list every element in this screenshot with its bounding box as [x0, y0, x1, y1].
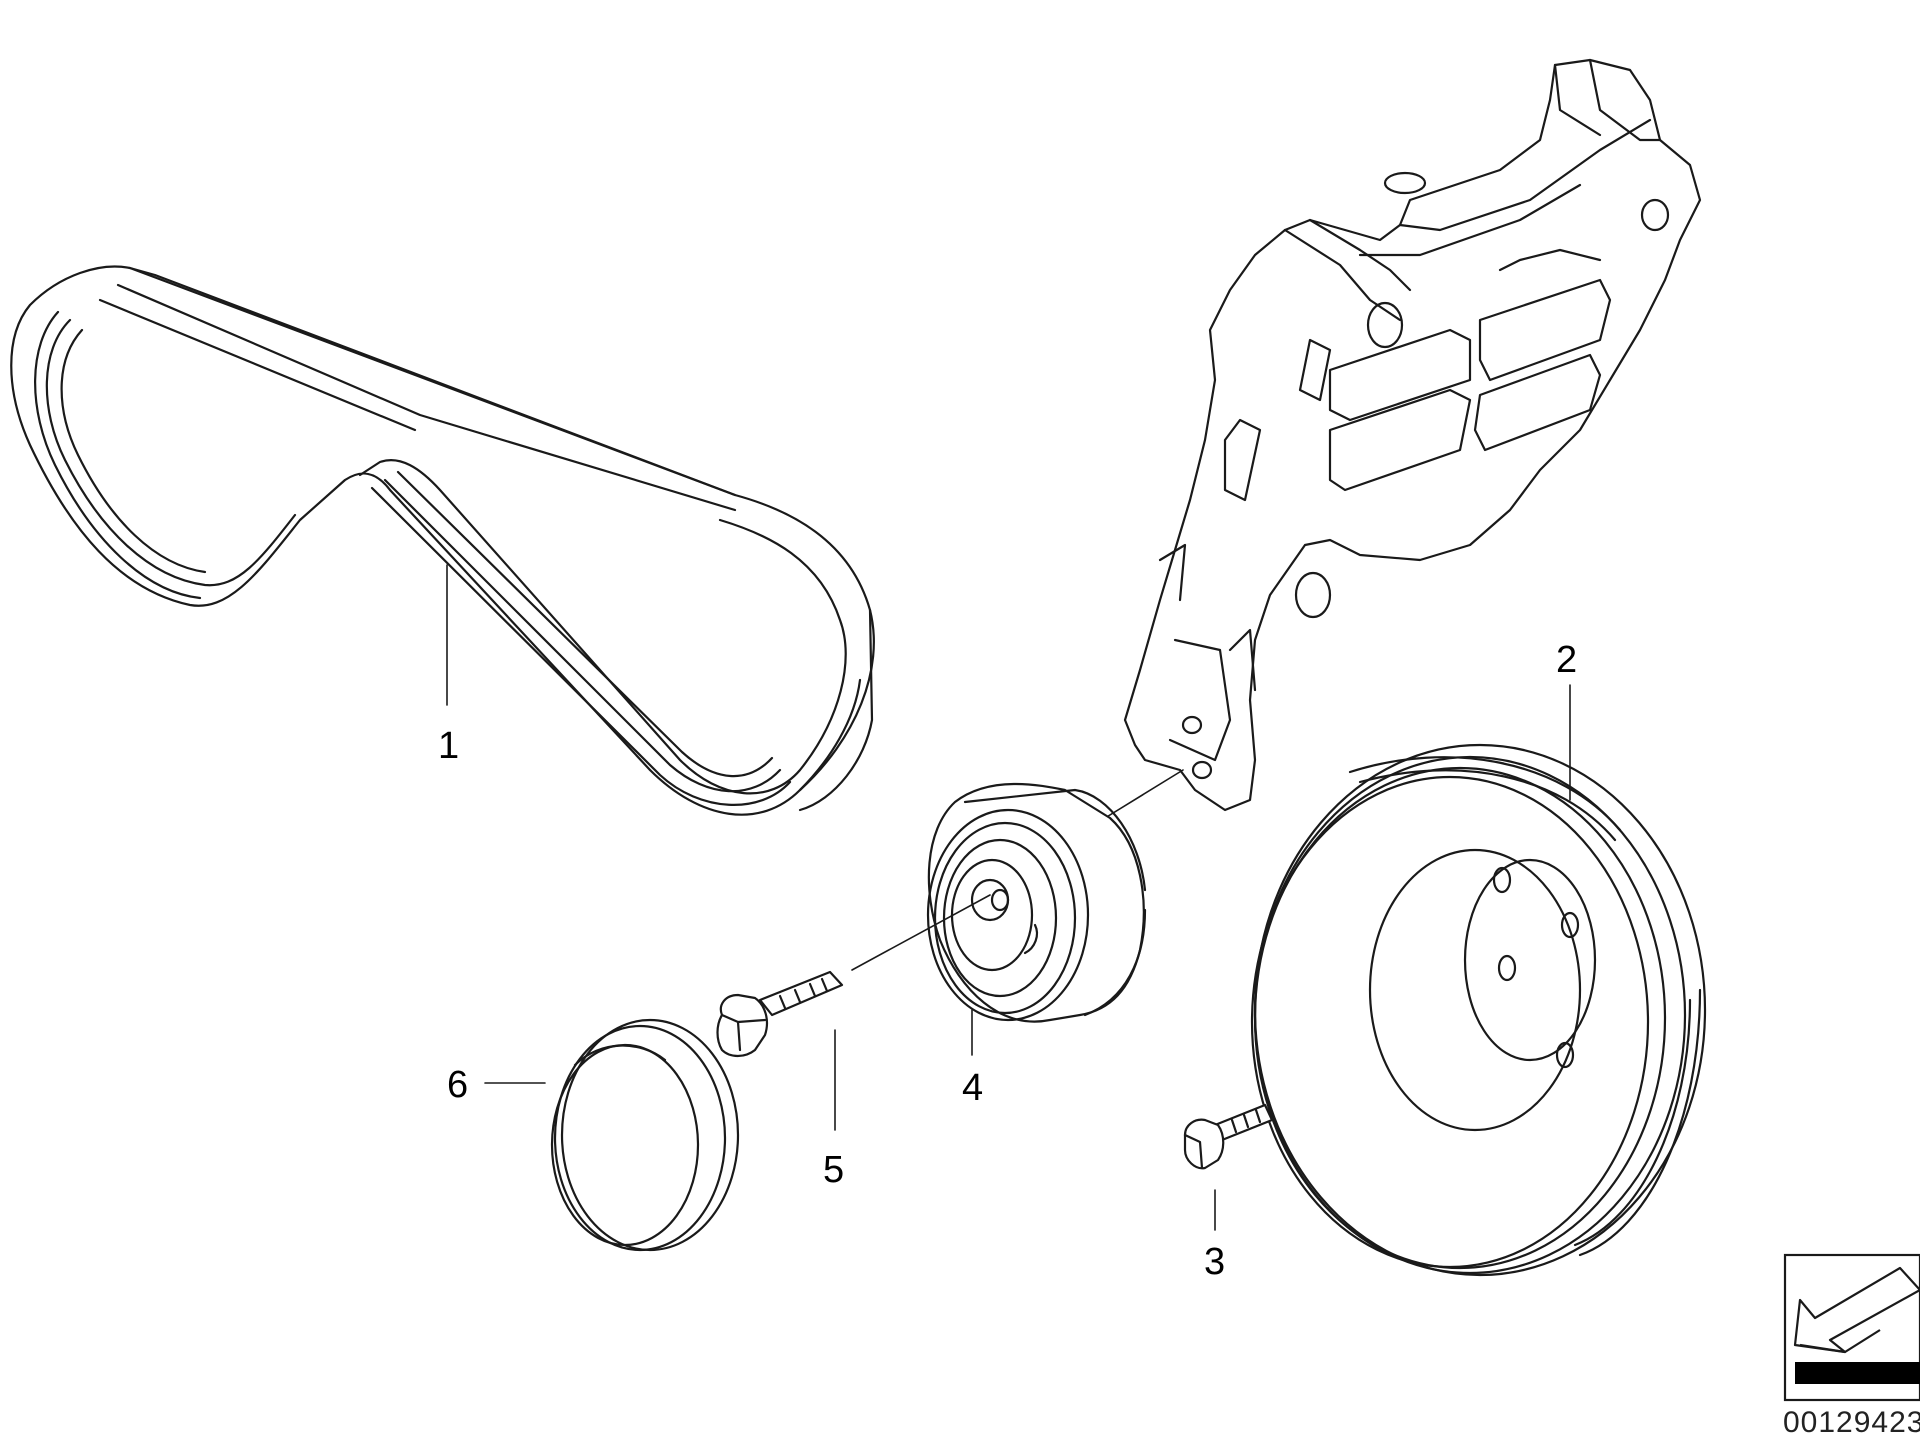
assembly-line-bolt: [851, 894, 991, 971]
callout-6: 6: [447, 1064, 468, 1106]
assembly-line-bracket: [1104, 769, 1184, 819]
ribbed-belt: [10, 265, 875, 816]
callout-5: 5: [823, 1149, 844, 1191]
cover-cap: [550, 1018, 740, 1252]
hex-bolt-short: [1183, 1103, 1274, 1170]
mounting-bracket: [1123, 58, 1702, 812]
callout-4: 4: [962, 1067, 983, 1109]
callout-2: 2: [1556, 639, 1577, 681]
arrow-orientation-icon: [1783, 1253, 1920, 1402]
idler-pulley: [926, 782, 1147, 1023]
callout-3: 3: [1204, 1241, 1225, 1283]
crankshaft-pulley: [1250, 743, 1707, 1277]
drawing-code: 00129423: [1783, 1406, 1920, 1439]
callout-1: 1: [438, 725, 459, 767]
hex-bolt-long: [716, 970, 844, 1058]
